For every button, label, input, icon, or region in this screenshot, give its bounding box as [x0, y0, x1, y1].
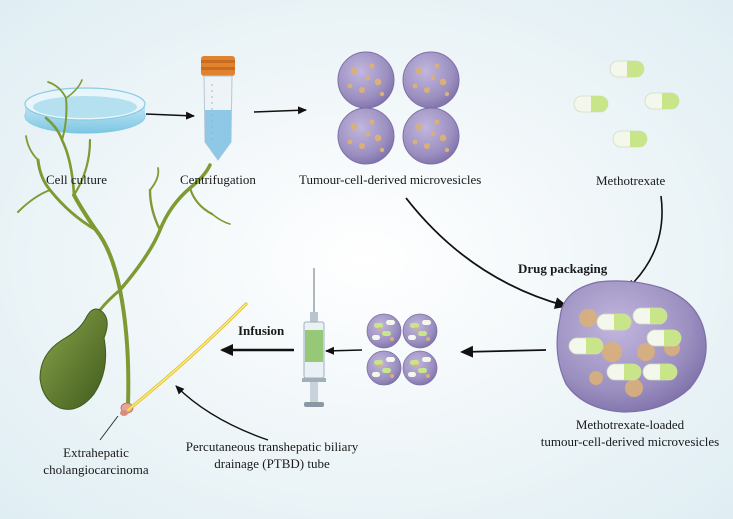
- label-loaded-line1: Methotrexate-loaded: [575, 417, 685, 432]
- ptbd-tube-icon: [126, 302, 248, 412]
- biliary-tree-icon: [17, 79, 231, 407]
- arrow-vesicles-to-syringe: [325, 346, 363, 355]
- arrow-ptbd-pointer: [175, 385, 269, 441]
- small-loaded-vesicles-icon: [366, 313, 438, 386]
- label-microvesicles: Tumour-cell-derived microvesicles: [299, 172, 482, 187]
- arrow-drug-to-packaging: [627, 195, 663, 289]
- arrow-culture-to-centrifuge: [145, 111, 195, 120]
- loaded-microvesicle-icon: [556, 280, 707, 413]
- label-loaded-line2: tumour-cell-derived microvesicles: [540, 434, 720, 449]
- label-drug-packaging: Drug packaging: [518, 261, 608, 276]
- arrow-packaging-to-small-vesicles: [460, 345, 547, 358]
- arrow-vesicles-to-packaging: [405, 197, 568, 309]
- cca-pointer: [99, 415, 119, 441]
- microvesicle-group: [337, 51, 460, 165]
- label-methotrexate: Methotrexate: [596, 173, 666, 188]
- label-cell-culture: Cell culture: [46, 172, 108, 187]
- label-ptbd-line2: drainage (PTBD) tube: [214, 456, 330, 471]
- arrow-centrifuge-to-vesicles: [253, 106, 307, 115]
- label-cca-line2: cholangiocarcinoma: [43, 462, 149, 477]
- tumour-icon: [120, 402, 134, 416]
- label-ptbd-line1: Percutaneous transhepatic biliary: [185, 439, 359, 454]
- centrifuge-tube-icon: [201, 56, 235, 161]
- label-cca-line1: Extrahepatic: [63, 445, 129, 460]
- methotrexate-capsules-icon: [573, 60, 680, 148]
- syringe-icon: [302, 268, 326, 407]
- label-infusion: Infusion: [238, 323, 285, 338]
- label-centrifugation: Centrifugation: [180, 172, 256, 187]
- petri-dish-icon: [24, 87, 146, 134]
- gallbladder-icon: [39, 308, 108, 410]
